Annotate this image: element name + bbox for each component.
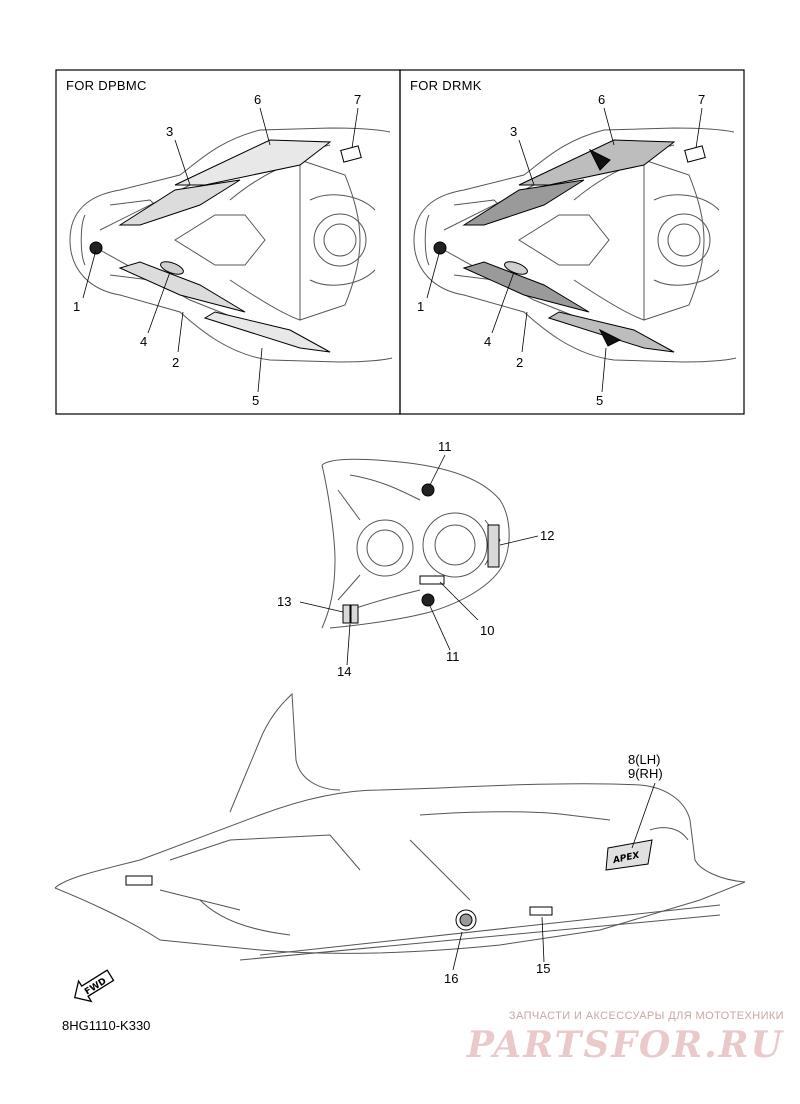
callout-8-lh: 8(LH) [628, 752, 661, 767]
callout-2-left: 2 [172, 355, 180, 370]
callout-4-left: 4 [140, 334, 148, 349]
rear-decals [342, 483, 500, 624]
callout-5-left: 5 [252, 393, 260, 408]
callout-3-left: 3 [166, 124, 174, 139]
leader-lines-side [452, 782, 656, 971]
callout-1-right: 1 [417, 299, 425, 314]
callout-2-right: 2 [516, 355, 524, 370]
callout-7-right: 7 [698, 92, 706, 107]
callout-6-left: 6 [254, 92, 262, 107]
callout-13: 13 [277, 594, 292, 609]
decals-dpbmc [89, 139, 362, 353]
catalog-code: 8HG1110-K330 [62, 1018, 151, 1033]
callout-14: 14 [337, 664, 352, 679]
callout-3-right: 3 [510, 124, 518, 139]
callout-6-right: 6 [598, 92, 606, 107]
callout-11-top: 11 [438, 439, 452, 454]
callout-12: 12 [540, 528, 555, 543]
callout-11-bottom: 11 [446, 649, 460, 664]
watermark-tagline: ЗАПЧАСТИ И АКСЕССУАРЫ ДЛЯ МОТОТЕХНИКИ [508, 1010, 784, 1022]
callout-15: 15 [536, 961, 551, 976]
fwd-arrow-icon [73, 969, 115, 1003]
panel-title-drmk: FOR DRMK [410, 78, 482, 93]
callout-9-rh: 9(RH) [628, 766, 663, 781]
decals-drmk [433, 139, 706, 353]
callout-1-left: 1 [73, 299, 81, 314]
leader-lines-rear [299, 454, 539, 666]
leader-lines-dpbmc [82, 107, 359, 393]
side-decals [125, 839, 653, 931]
callout-5-right: 5 [596, 393, 604, 408]
rear-top-view [321, 458, 510, 629]
panel-frame-drmk [399, 69, 745, 415]
watermark-logo: PARTSFOR.RU [466, 1024, 784, 1066]
leader-lines-drmk [426, 107, 703, 393]
callout-10: 10 [480, 623, 495, 638]
callout-16: 16 [444, 971, 459, 986]
callout-7-left: 7 [354, 92, 362, 107]
side-view [54, 692, 746, 961]
panel-title-dpbmc: FOR DPBMC [66, 78, 147, 93]
callout-4-right: 4 [484, 334, 492, 349]
